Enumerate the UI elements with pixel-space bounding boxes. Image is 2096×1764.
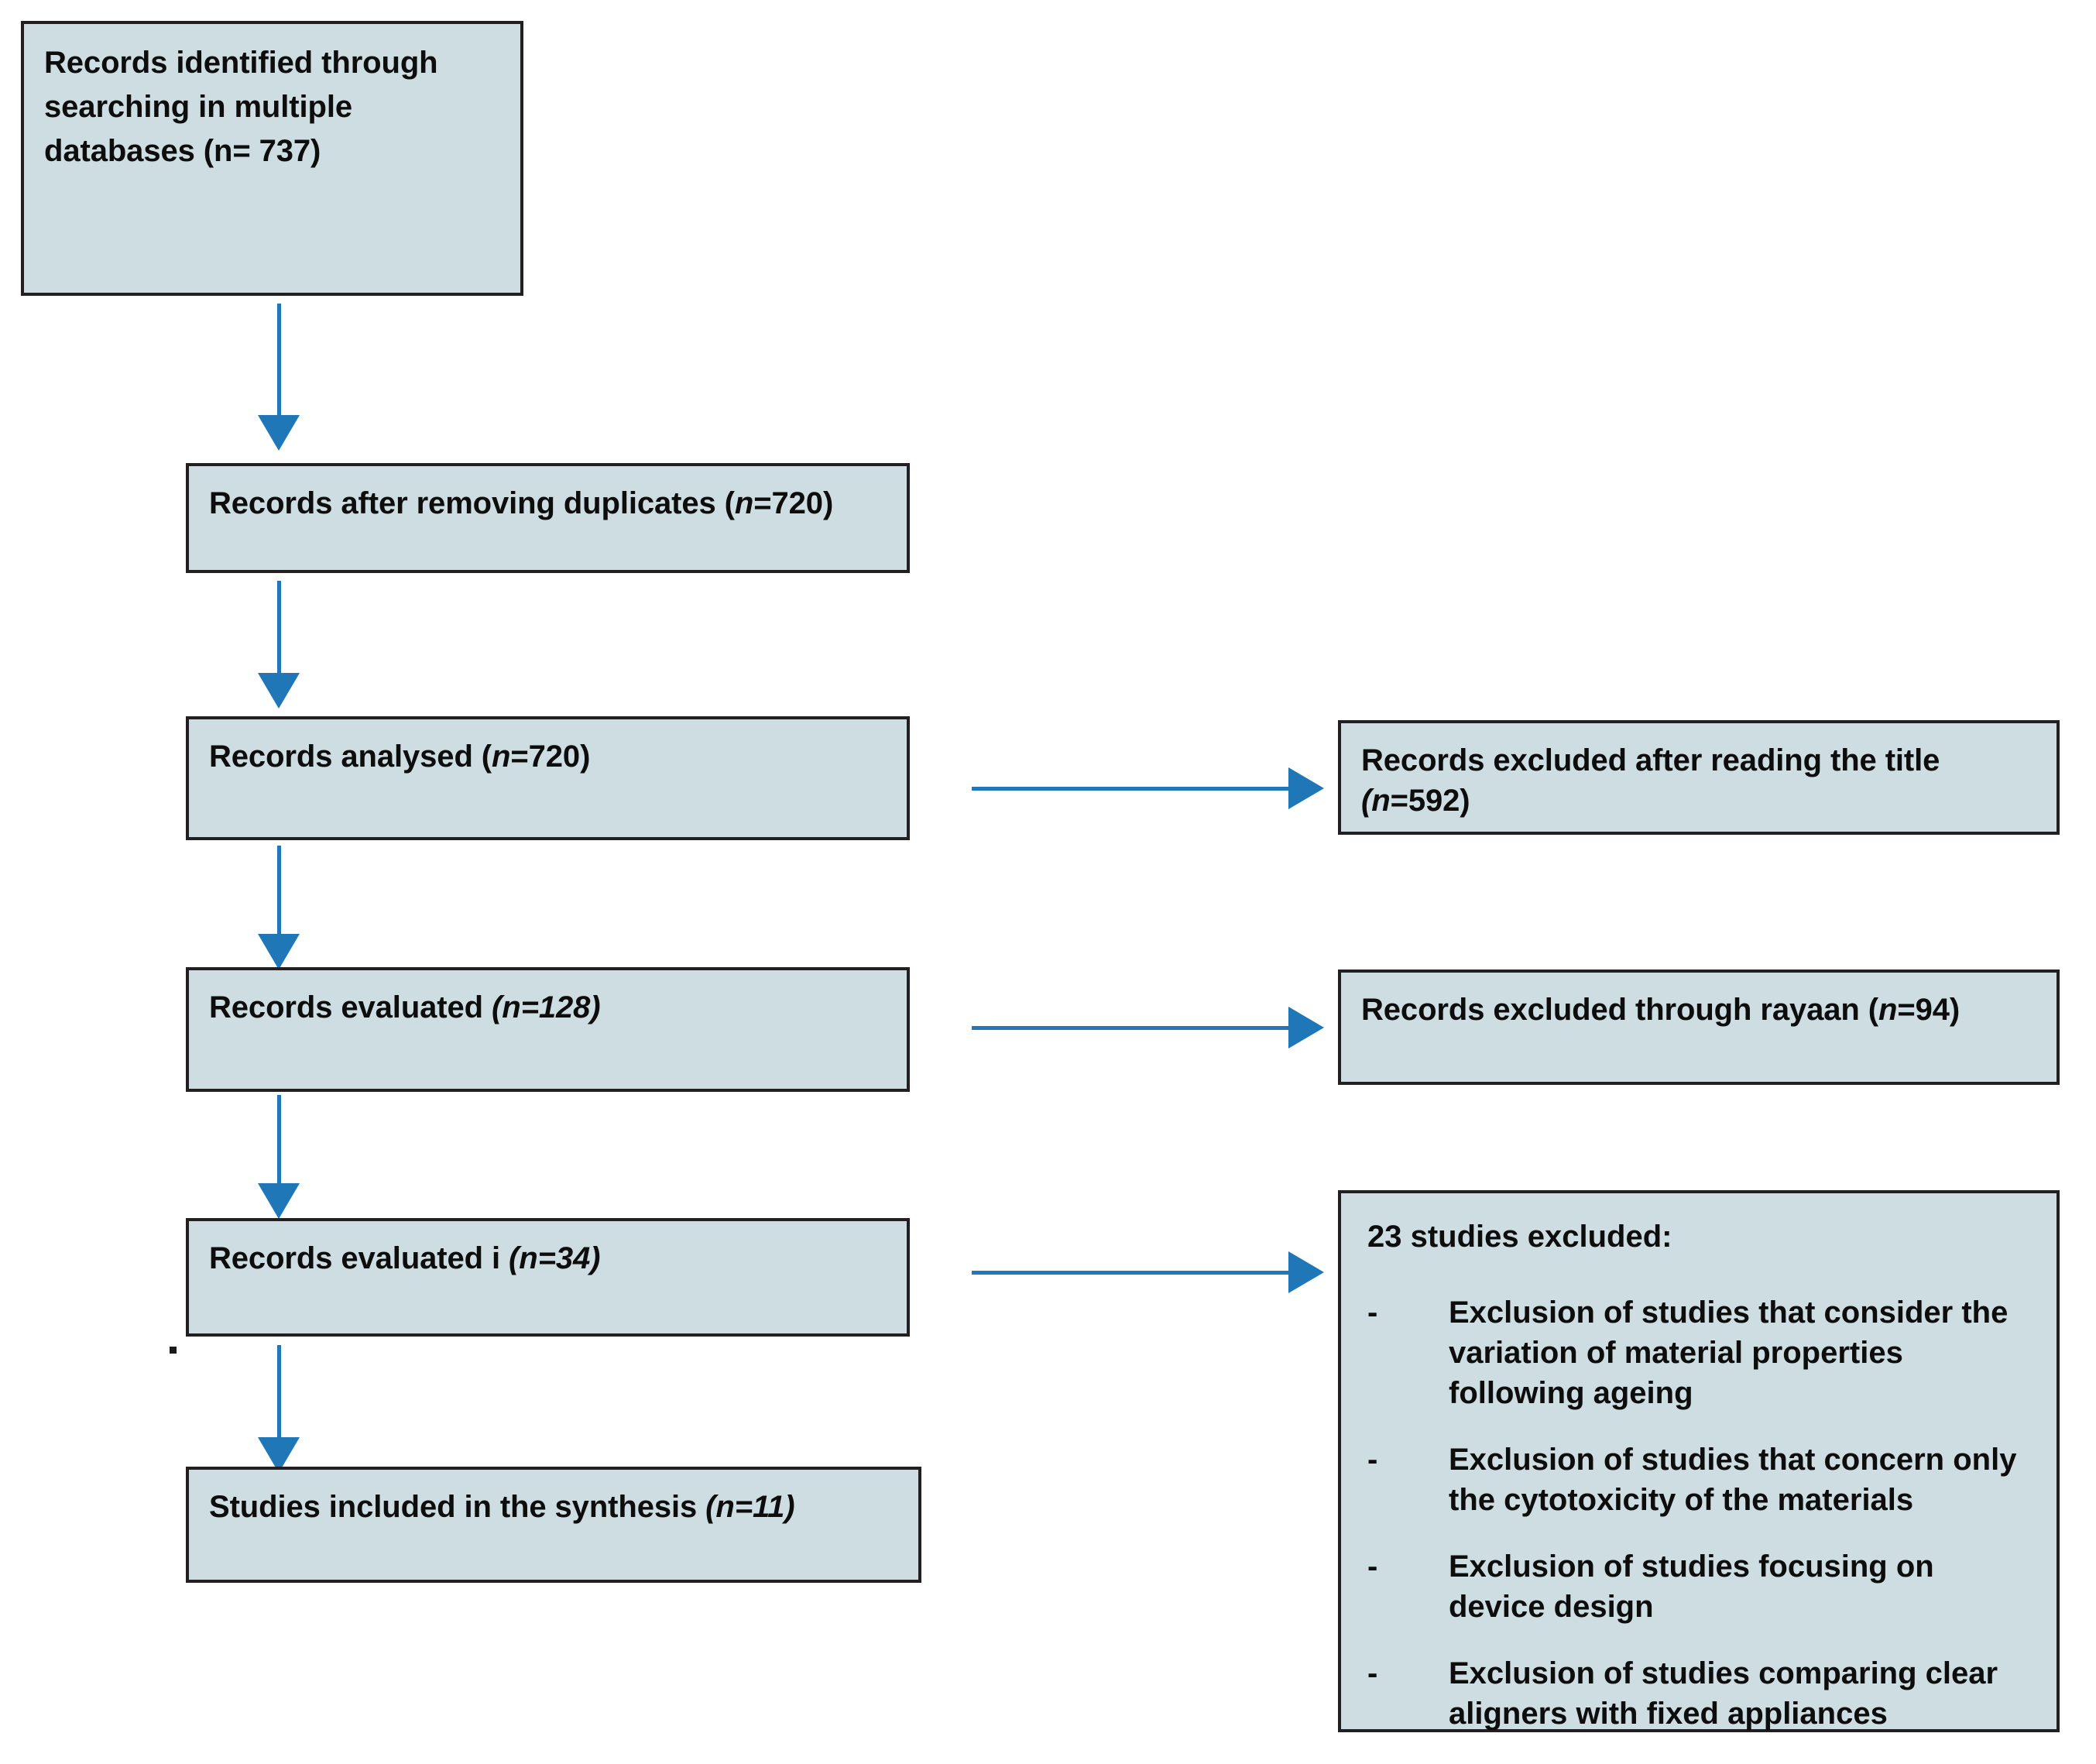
arrow-duplicates-to-analysed (256, 581, 302, 709)
list-item: - Exclusion of studies that consider the… (1367, 1292, 2033, 1413)
arrow-analysed-to-evaluated128 (256, 846, 302, 970)
list-item: - Exclusion of studies that concern only… (1367, 1440, 2033, 1520)
arrow-evaluated128-to-excluded-rayaan (972, 1004, 1324, 1051)
box-records-identified: Records identified through searching in … (21, 21, 523, 296)
arrow-shaft (277, 581, 281, 677)
studies-included-label: Studies included in the synthesis (n=11) (209, 1490, 795, 1524)
arrow-shaft (972, 1026, 1289, 1030)
arrow-shaft (277, 846, 281, 937)
records-excluded-after-title-line2: (n=592) (1361, 784, 1470, 818)
arrow-evaluated34-to-excluded-full (972, 1249, 1324, 1296)
box-records-after-removing-duplicates: Records after removing duplicates (n=720… (186, 463, 910, 573)
list-item-text: Exclusion of studies comparing clear ali… (1449, 1656, 1998, 1731)
studies-excluded-heading: 23 studies excluded: (1367, 1220, 1672, 1254)
list-item-text: Exclusion of studies that concern only t… (1449, 1443, 2017, 1517)
box-records-evaluated-i-34: Records evaluated i (n=34) (186, 1218, 910, 1337)
list-item: - Exclusion of studies comparing clear a… (1367, 1653, 2033, 1734)
bullet-dash-icon: - (1367, 1443, 1378, 1477)
box-records-excluded-after-title: Records excluded after reading the title… (1338, 720, 2060, 835)
list-item-text: Exclusion of studies focusing on device … (1449, 1550, 1934, 1624)
arrow-shaft (277, 1095, 281, 1186)
list-item: - Exclusion of studies focusing on devic… (1367, 1546, 2033, 1627)
box-records-analysed: Records analysed (n=720) (186, 716, 910, 840)
records-evaluated-i-34-label: Records evaluated i (n=34) (209, 1241, 601, 1275)
arrow-head-right-icon (1288, 767, 1324, 809)
arrow-identification-to-duplicates (256, 304, 302, 451)
records-identified-line1: Records identified through (44, 46, 438, 80)
box-studies-included-in-synthesis: Studies included in the synthesis (n=11) (186, 1467, 921, 1583)
arrow-head-down-icon (258, 1183, 300, 1219)
bullet-dash-icon: - (1367, 1550, 1378, 1584)
arrow-analysed-to-excluded-title (972, 765, 1324, 812)
list-item-text: Exclusion of studies that consider the v… (1449, 1296, 2009, 1410)
arrow-head-down-icon (258, 673, 300, 709)
arrow-shaft (277, 1345, 281, 1440)
bullet-dash-icon: - (1367, 1296, 1378, 1330)
records-evaluated-128-label: Records evaluated (n=128) (209, 990, 601, 1024)
bullet-dash-icon: - (1367, 1656, 1378, 1690)
arrow-head-down-icon (258, 415, 300, 451)
records-analysed-label: Records analysed (n=720) (209, 740, 591, 774)
box-records-excluded-through-rayaan: Records excluded through rayaan (n=94) (1338, 970, 2060, 1085)
arrow-head-right-icon (1288, 1251, 1324, 1293)
stray-dot-artifact (170, 1347, 177, 1354)
records-after-removing-duplicates-label: Records after removing duplicates (n=720… (209, 486, 834, 520)
arrow-shaft (277, 304, 281, 418)
records-identified-line2: searching in multiple (44, 89, 352, 124)
records-excluded-after-title-line1: Records excluded after reading the title (1361, 743, 1940, 777)
records-identified-line3: databases (n= 737) (44, 133, 321, 168)
arrow-shaft (972, 787, 1289, 791)
arrow-head-right-icon (1288, 1007, 1324, 1048)
records-excluded-through-rayaan-label: Records excluded through rayaan (n=94) (1361, 993, 1960, 1027)
arrow-head-down-icon (258, 934, 300, 970)
studies-excluded-list: - Exclusion of studies that consider the… (1367, 1292, 2033, 1734)
box-studies-excluded-reasons: 23 studies excluded: - Exclusion of stud… (1338, 1190, 2060, 1732)
arrow-evaluated34-to-included (256, 1345, 302, 1473)
arrow-shaft (972, 1271, 1289, 1275)
box-records-evaluated-128: Records evaluated (n=128) (186, 967, 910, 1092)
arrow-evaluated128-to-evaluated34 (256, 1095, 302, 1219)
